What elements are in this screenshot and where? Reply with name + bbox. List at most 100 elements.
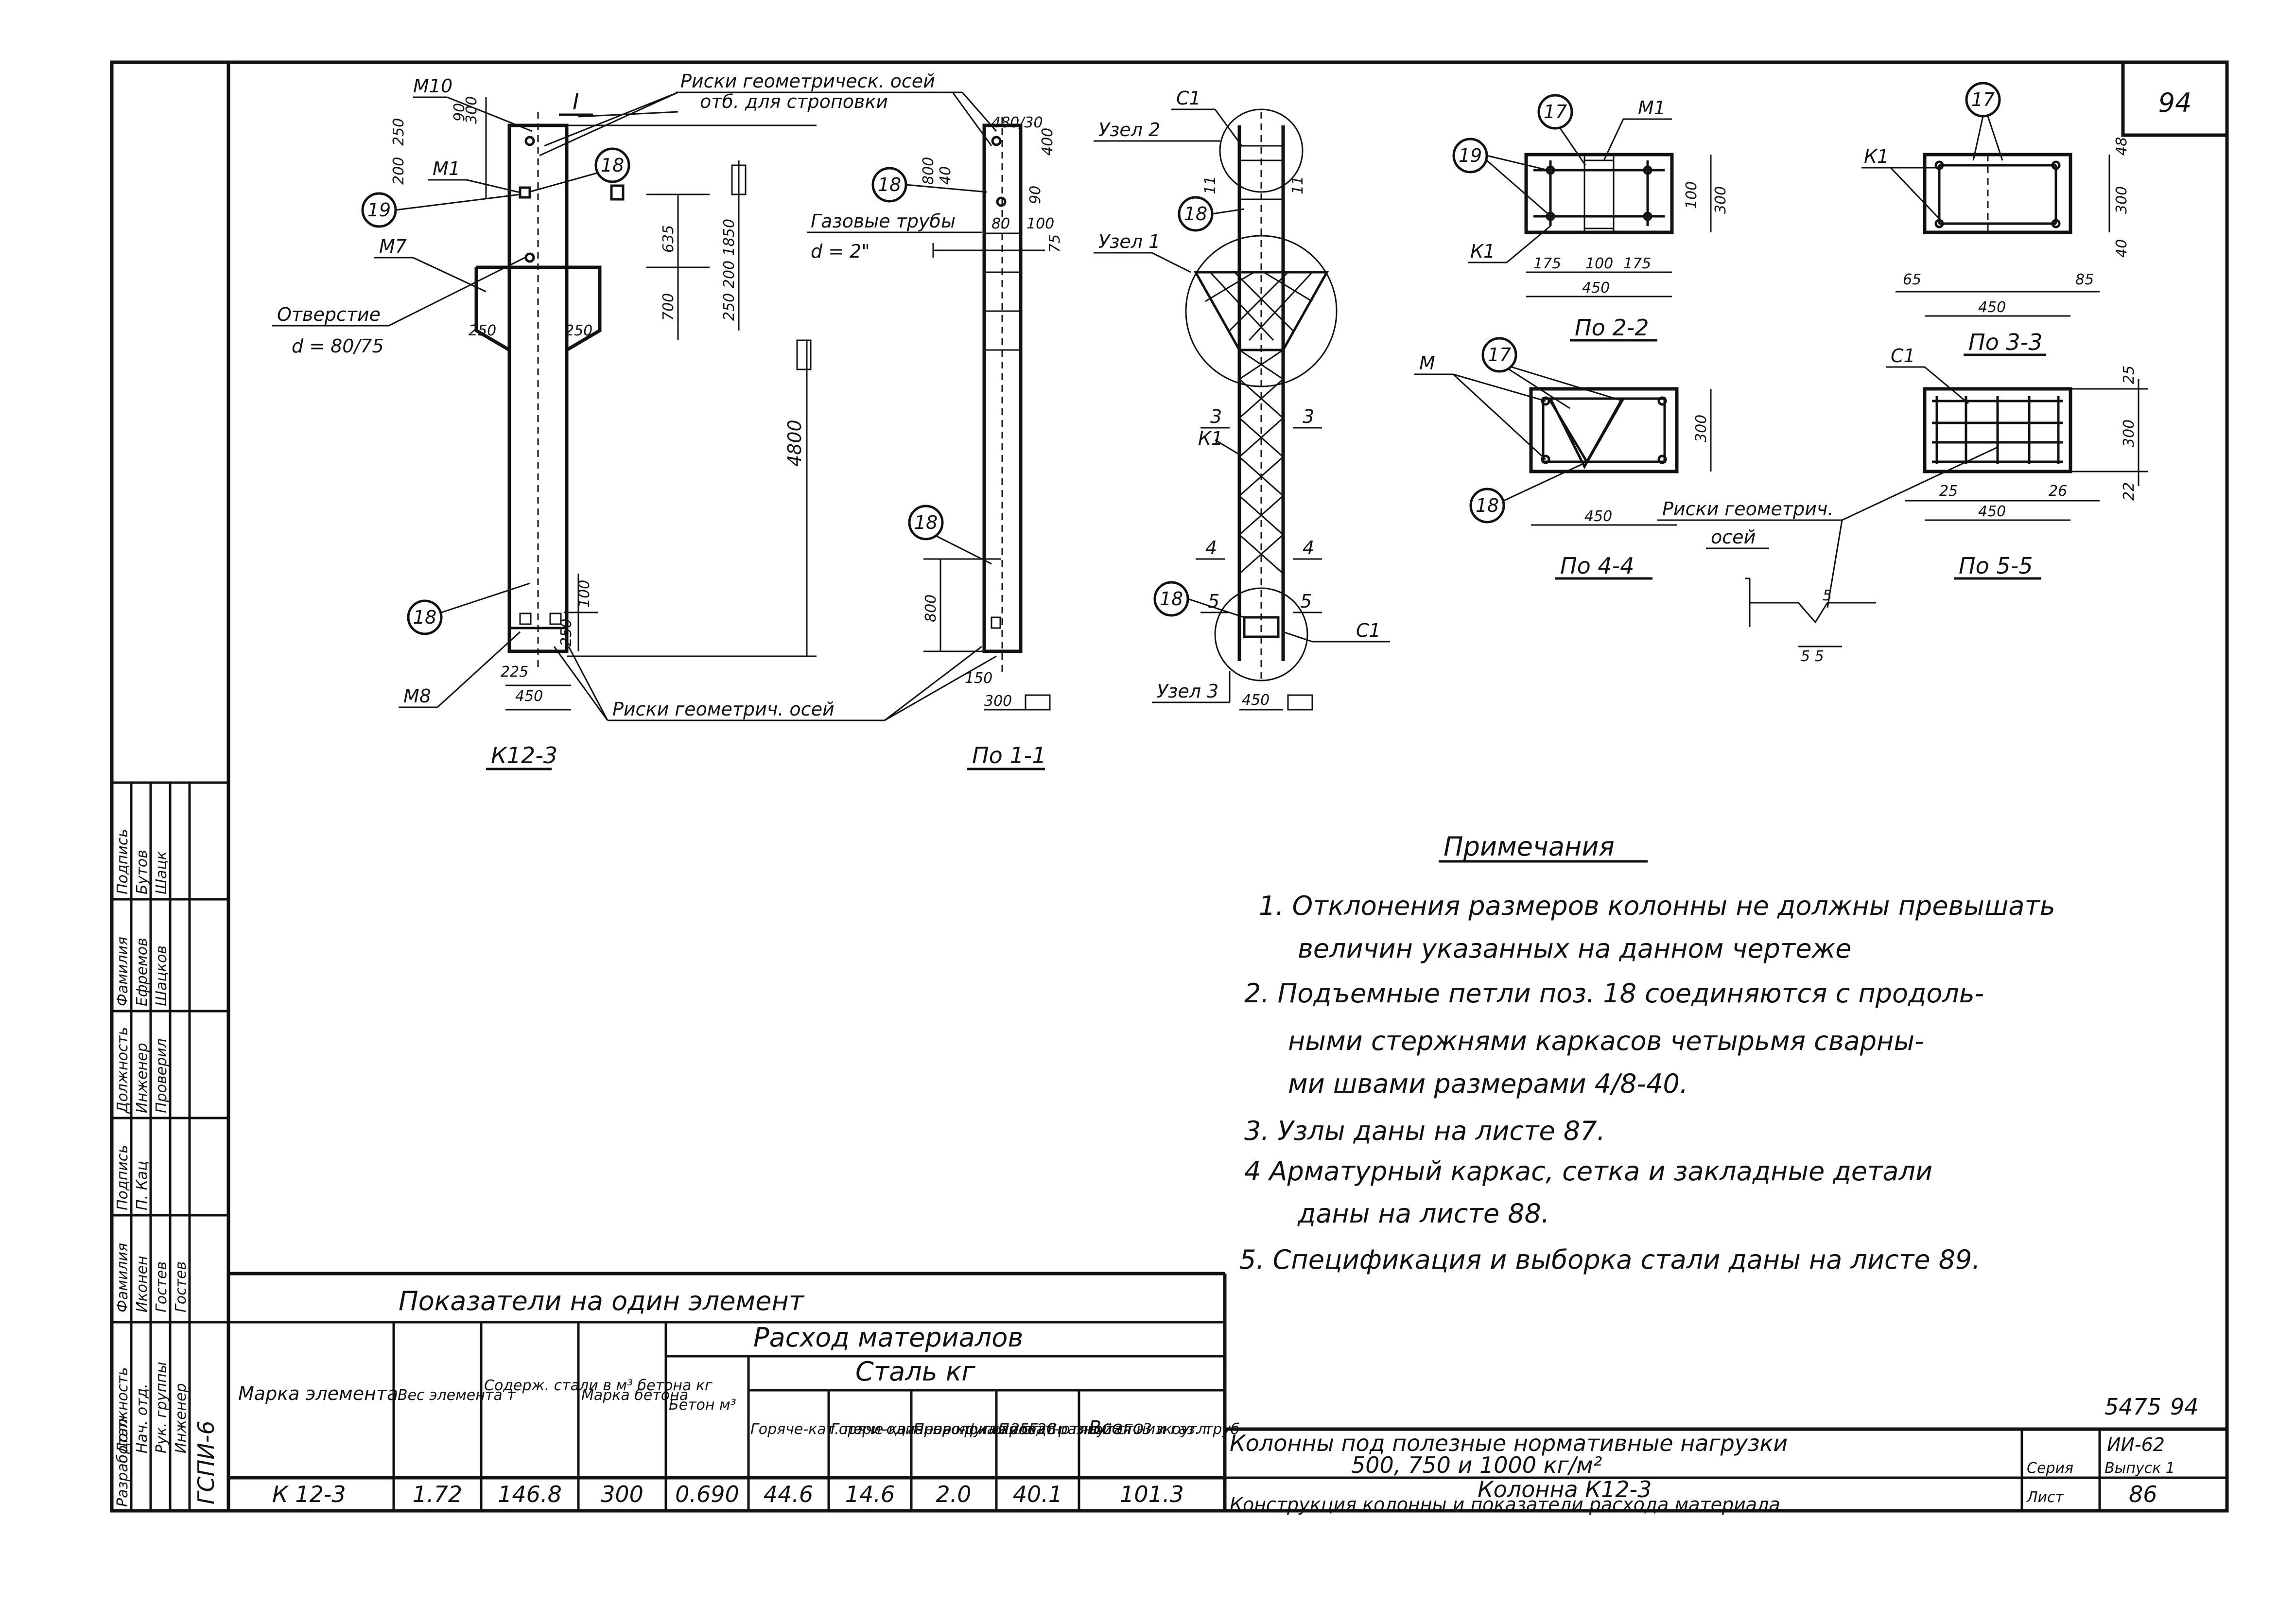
- note-line-1: 1. Отклонения размеров колонны не должны…: [1259, 891, 2055, 921]
- dim-40: 40: [937, 166, 954, 185]
- risks-bottom-callout: Риски геометрич. осей: [612, 699, 835, 720]
- label-m8: М8: [403, 685, 431, 707]
- header-concrete-mark: Марка бетона: [581, 1387, 688, 1404]
- sheet-title-line-1: Колонны под полезные нормативные нагрузк…: [1230, 1430, 1788, 1456]
- section-3-3: 17 К1 65 85 450 300 48 40 По 3-3: [1861, 82, 2130, 356]
- c1-top: С1: [1176, 87, 1201, 109]
- stamp-c1-2: Гостев: [153, 1261, 170, 1312]
- mark-4-left: 4: [1205, 537, 1217, 559]
- dim-300b: 300: [984, 693, 1012, 710]
- cell-hot-round: 14.6: [845, 1481, 895, 1507]
- stamp-c1-1: Иконен: [134, 1256, 151, 1312]
- code-top: 5475: [2105, 1394, 2161, 1420]
- cell-weight: 1.72: [413, 1481, 462, 1507]
- dim-800a: 800: [920, 157, 937, 185]
- dim-100c: 100: [1585, 255, 1613, 272]
- section-4-4-m: М: [1419, 352, 1435, 374]
- dim-300-4: 300: [1693, 415, 1710, 442]
- cell-rolled: 40.1: [1013, 1481, 1062, 1507]
- callout-18-b: 18: [413, 607, 436, 628]
- header-hot-round: Горяче-катаная круглая ст. 3: [831, 1421, 1057, 1438]
- dim-450-5: 450: [1978, 503, 2006, 520]
- cell-mark: К 12-3: [272, 1481, 346, 1507]
- dim-150: 150: [965, 670, 992, 687]
- sheet-subtitle-2: Конструкция колонны и показатели расхода…: [1230, 1494, 1780, 1515]
- side-org: ГСПИ-6: [193, 1420, 219, 1504]
- dim-200: 200: [390, 157, 407, 185]
- dim-225: 225: [501, 664, 528, 681]
- header-wire: Проволока холод-нотянутая низкоугл.: [913, 1421, 1211, 1438]
- table-row: К 12-3 1.72 146.8 300 0.690 44.6 14.6 2.…: [272, 1481, 1184, 1507]
- stamp-c3-0: Должность: [114, 1027, 131, 1114]
- sheet-subtitle-1: Колонна К12-3: [1478, 1476, 1652, 1503]
- section-5-5-mark-5: 5: [1823, 587, 1832, 604]
- hole-label: Отверстие: [277, 304, 381, 325]
- section-5-5-risks: Риски геометрич.: [1662, 498, 1833, 520]
- stamp-c3-1: Инженер: [134, 1043, 151, 1113]
- stamp-c5-1: Бутов: [134, 850, 151, 894]
- series-label: Серия: [2027, 1460, 2073, 1477]
- rebar-view: Узел 2 Узел 1 Узел 3 С1 С1 К1 3 3 4 4 5 …: [1094, 87, 1390, 711]
- dim-400: 400: [1039, 128, 1056, 156]
- label-m1: М1: [433, 158, 460, 179]
- risks-top-callout-2: отб. для строповки: [700, 91, 888, 112]
- section-4-4-caption: По 4-4: [1560, 553, 1635, 579]
- stamp-c1-3: Гостев: [173, 1261, 190, 1312]
- list-value: 86: [2129, 1481, 2157, 1507]
- dim-450-2: 450: [1582, 280, 1610, 297]
- section-2-2-k1: К1: [1470, 241, 1495, 262]
- sheet-number: 94: [2158, 87, 2192, 118]
- dim-300-3: 300: [2113, 186, 2130, 214]
- dim-40-3: 40: [2113, 239, 2130, 258]
- section-2-2-caption: По 2-2: [1575, 315, 1649, 341]
- elevation-section-mark: I: [573, 88, 579, 115]
- risks-top-callout: Риски геометрическ. осей: [680, 70, 935, 92]
- label-m7: М7: [379, 236, 407, 257]
- dim-250d: 250: [565, 322, 592, 339]
- section-1-1-caption: По 1-1: [972, 742, 1046, 769]
- header-hot-periodic: Горяче-кат. пери-одич. про-филя 25Г2С: [750, 1421, 1057, 1438]
- note-line-9: 5. Спецификация и выборка стали даны на …: [1239, 1244, 1981, 1275]
- cell-hot-periodic: 44.6: [764, 1481, 813, 1507]
- dim-635: 635: [660, 225, 677, 253]
- cell-total: 101.3: [1120, 1481, 1184, 1507]
- section-4-4: М 17 18 450 300 По 4-4: [1414, 337, 1712, 580]
- cell-steel-per-m3: 146.8: [498, 1481, 562, 1507]
- sheet-title-line-2: 500, 750 и 1000 кг/м²: [1351, 1452, 1602, 1478]
- title-block: 5475 94 Колонны под полезные нормативные…: [1225, 1394, 2227, 1515]
- stamp-c3-2: Проверил: [153, 1038, 170, 1113]
- stamp-c5-0: Подпись: [114, 829, 131, 894]
- node-2: Узел 2: [1098, 119, 1160, 140]
- stamp-c4-2: Шацков: [153, 945, 170, 1006]
- callout-17-a: 17: [1544, 101, 1567, 122]
- k1-rebar: К1: [1198, 428, 1223, 449]
- code-top-2: 94: [2170, 1394, 2199, 1420]
- node-1: Узел 1: [1098, 231, 1160, 252]
- dim-175b: 175: [1623, 255, 1651, 272]
- dim-480: 480/30: [991, 114, 1043, 131]
- cell-concrete: 0.690: [675, 1481, 739, 1507]
- dim-300: 300: [463, 96, 480, 124]
- stamp-c2-0: Подпись: [114, 1145, 131, 1210]
- dim-48: 48: [2113, 137, 2130, 156]
- dim-450: 450: [515, 688, 543, 705]
- dim-26: 26: [2049, 483, 2067, 500]
- mark-3-left: 3: [1210, 406, 1222, 427]
- dim-25b: 25: [2121, 366, 2138, 384]
- series-value: ИИ-62: [2107, 1434, 2165, 1455]
- notes-title: Примечания: [1444, 831, 1615, 862]
- dim-85: 85: [2075, 271, 2094, 288]
- elevation-view: I Риски геометрическ. осей отб. для стро…: [272, 70, 997, 770]
- header-concrete: Бетон м³: [669, 1397, 736, 1414]
- header-consumption: Расход материалов: [753, 1322, 1023, 1353]
- callout-18-c: 18: [914, 512, 938, 533]
- dim-90b: 90: [1027, 186, 1044, 204]
- mark-11-right: 11: [1289, 176, 1306, 194]
- issue-value: Выпуск 1: [2105, 1460, 2175, 1477]
- dim-65: 65: [1903, 271, 1921, 288]
- note-line-8: даны на листе 88.: [1297, 1198, 1549, 1229]
- dim-25a: 25: [1939, 483, 1958, 500]
- dim-4800: 4800: [784, 419, 805, 467]
- dim-800b: 800: [922, 594, 939, 622]
- callout-18-g: 18: [1476, 495, 1499, 516]
